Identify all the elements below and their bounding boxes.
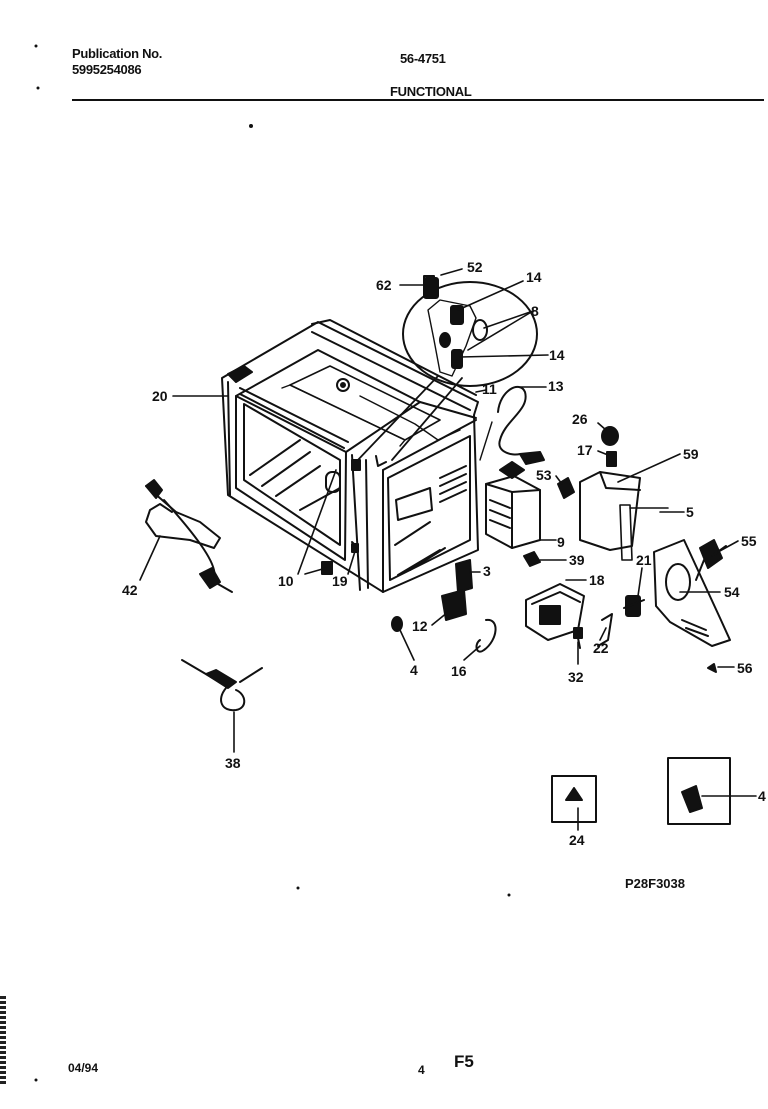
- detail-circle-latch: [355, 275, 538, 463]
- callout-62: 62: [376, 277, 392, 293]
- callout-26: 26: [572, 411, 588, 427]
- magnetron: [485, 461, 541, 549]
- callout-3: 3: [483, 563, 491, 579]
- callout-10: 10: [278, 573, 294, 589]
- oven-cavity: [221, 319, 479, 593]
- footer-date: 04/94: [68, 1061, 99, 1075]
- callout-52: 52: [467, 259, 483, 275]
- callout-17: 17: [577, 442, 593, 458]
- callout-56: 56: [737, 660, 753, 676]
- publication-number: 5995254086: [72, 62, 142, 77]
- footer-page: 4: [418, 1063, 425, 1077]
- waveguide-bracket: [557, 426, 669, 561]
- callout-5: 5: [686, 504, 694, 520]
- callout-55: 55: [741, 533, 757, 549]
- publication-label: Publication No.: [72, 46, 163, 61]
- leader-lines: [139, 268, 757, 831]
- callout-18: 18: [589, 572, 605, 588]
- callout-8: 8: [531, 303, 539, 319]
- callout-32: 32: [568, 669, 584, 685]
- callout-39: 39: [569, 552, 585, 568]
- callout-16: 16: [451, 663, 467, 679]
- callout-14-top: 14: [526, 269, 542, 285]
- callout-21: 21: [636, 552, 652, 568]
- callout-20: 20: [152, 388, 168, 404]
- diagram-code: P28F3038: [625, 876, 685, 891]
- header-rule: [72, 99, 764, 101]
- side-binding-strip: [0, 996, 6, 1086]
- inset-box-24: [551, 775, 597, 823]
- callout-24: 24: [569, 832, 585, 848]
- power-cord: [479, 385, 545, 465]
- callout-53: 53: [536, 467, 552, 483]
- callout-14-bottom: 14: [549, 347, 565, 363]
- heater-element: [145, 479, 233, 593]
- temperature-probe: [181, 659, 263, 712]
- callout-9: 9: [557, 534, 565, 550]
- model-number: 56-4751: [400, 51, 446, 66]
- inset-box-4: [667, 757, 731, 825]
- callout-38: 38: [225, 755, 241, 771]
- callout-12: 12: [412, 618, 428, 634]
- callout-42: 42: [122, 582, 138, 598]
- footer-figure: F5: [454, 1052, 474, 1071]
- callout-22: 22: [593, 640, 609, 656]
- callout-4-inset: 4: [758, 788, 766, 804]
- section-title: FUNCTIONAL: [390, 84, 472, 99]
- small-parts: [321, 551, 717, 673]
- transformer: [525, 583, 585, 649]
- callout-13: 13: [548, 378, 564, 394]
- callout-19: 19: [332, 573, 348, 589]
- callout-4: 4: [410, 662, 418, 678]
- callout-54: 54: [724, 584, 740, 600]
- callout-59: 59: [683, 446, 699, 462]
- callout-11: 11: [482, 381, 497, 397]
